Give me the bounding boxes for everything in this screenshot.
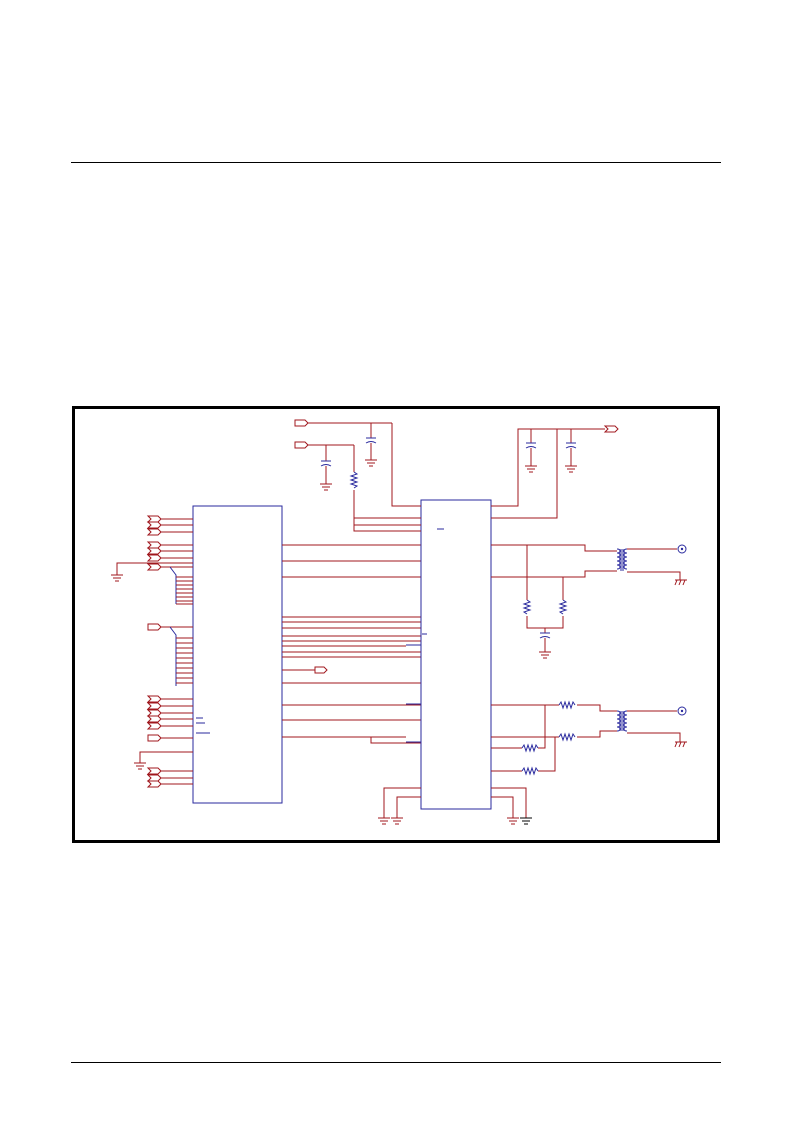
coax-connector-icon: [677, 706, 687, 716]
left-ic-pin-marks: [196, 717, 210, 734]
ground-icon: [507, 817, 519, 825]
ground-icon: [134, 762, 146, 770]
ground-icon: [378, 817, 390, 825]
bus-breakout-lower: [169, 626, 193, 686]
port-flag-icon: [314, 666, 328, 674]
resistor-icon: [349, 471, 359, 489]
resistor-icon: [558, 599, 568, 615]
transformer-icon: [616, 548, 628, 571]
ground-icon: [525, 465, 537, 473]
footer-rule: [71, 1062, 721, 1063]
capacitor-icon: [539, 632, 551, 639]
ground-icon: [320, 483, 332, 491]
left-ic-body: [192, 505, 283, 804]
resistor-icon: [521, 743, 539, 753]
chassis-ground-icon: [674, 579, 687, 586]
right-ic-ground-wires: [383, 787, 527, 818]
capacitor-icon: [365, 437, 377, 444]
capacitor-icon: [525, 442, 537, 449]
bus-breakout-upper: [169, 566, 193, 605]
ground-icon: [365, 459, 377, 467]
header-rule: [71, 162, 721, 163]
schematic-diagram: [111, 419, 687, 825]
port-flag-icon: [146, 515, 162, 788]
resistor-icon: [521, 766, 539, 776]
ground-icon: [539, 651, 551, 659]
inter-ic-bus: [282, 544, 421, 744]
resistor-icon: [558, 732, 576, 742]
ground-icon: [520, 817, 532, 825]
lower-output-wires: [491, 704, 681, 772]
resistor-icon: [558, 700, 576, 710]
capacitor-icon: [320, 460, 332, 467]
capacitor-icon: [565, 442, 577, 449]
ground-icon: [111, 574, 123, 582]
transformer-icon: [616, 710, 628, 732]
schematic-frame: [72, 406, 720, 843]
bus-junction-marks: [406, 644, 421, 743]
left-ic-input-wires: [116, 518, 193, 785]
resistor-icon: [522, 599, 532, 615]
upper-output-wires: [491, 544, 681, 652]
right-ic-body: [420, 499, 492, 810]
chassis-ground-icon: [674, 741, 687, 748]
top-right-supply-wires: [491, 425, 619, 519]
ground-icon: [391, 817, 403, 825]
right-ic-pin-marks: [422, 528, 444, 635]
top-supply-wires: [294, 419, 421, 532]
coax-connector-icon: [677, 544, 687, 554]
ground-icon: [565, 465, 577, 473]
